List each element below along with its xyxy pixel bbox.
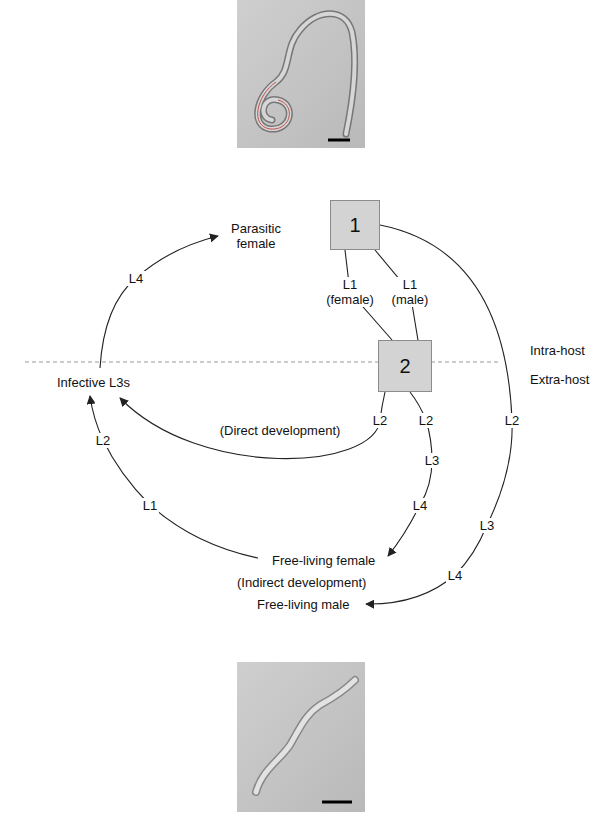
- worm-body: [258, 14, 355, 134]
- stage-label: Extra-host: [528, 372, 591, 387]
- box-number: 1: [349, 214, 360, 237]
- micrograph-free-living: [237, 662, 365, 812]
- box-number: 2: [399, 355, 410, 378]
- stage-label: L1: [141, 498, 159, 513]
- edge-label: L1 (female): [324, 277, 376, 307]
- stage-label: L4: [446, 568, 464, 583]
- scale-bar: [322, 801, 352, 804]
- stage-label: (Indirect development): [235, 575, 368, 590]
- cycle-arrow: [100, 236, 218, 368]
- worm-outline: [258, 14, 355, 134]
- stage-label: Parasitic female: [229, 221, 283, 251]
- stage-label: L2: [417, 413, 435, 428]
- worm-gut: [258, 82, 290, 129]
- stage-label: Intra-host: [528, 343, 587, 358]
- stage-label: Free-living female: [270, 553, 377, 568]
- stage-box: 1: [330, 200, 380, 250]
- worm-outline: [256, 680, 355, 792]
- stage-label: L4: [411, 498, 429, 513]
- stage-label: Free-living male: [255, 597, 351, 612]
- scale-bar: [328, 139, 350, 142]
- edge-label: L1 (male): [390, 277, 431, 307]
- stage-label: L2: [94, 433, 112, 448]
- stage-label: L4: [127, 271, 145, 286]
- stage-label: (Direct development): [218, 423, 343, 438]
- stage-label: L3: [478, 518, 496, 533]
- cycle-arrow: [120, 392, 385, 459]
- stage-label: L2: [371, 413, 389, 428]
- micrograph-parasitic: [237, 0, 365, 148]
- stage-label: L3: [423, 453, 441, 468]
- cycle-arrow: [366, 225, 512, 604]
- stage-label: L2: [503, 413, 521, 428]
- worm-body: [256, 680, 355, 792]
- cycle-arrow: [90, 396, 258, 558]
- stage-box: 2: [378, 340, 432, 392]
- stage-label: Infective L3s: [55, 375, 132, 390]
